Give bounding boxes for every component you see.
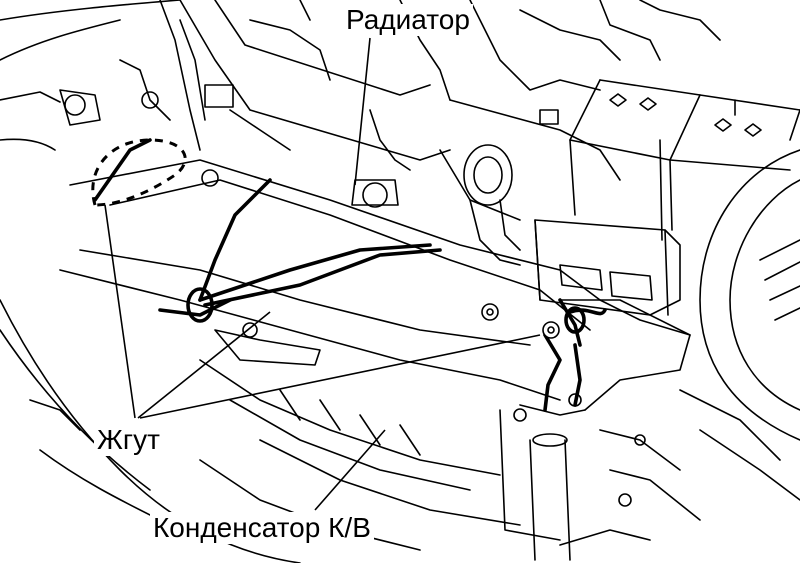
front-supports: [499, 389, 800, 561]
radiator-hose: [463, 144, 521, 266]
leader-harness-1: [104, 204, 136, 419]
harness-clips: [542, 321, 560, 339]
harness-route-dashed: [91, 138, 187, 207]
leader-lines: [104, 37, 541, 511]
harness-label: Жгут: [94, 424, 163, 456]
radiator-support: [59, 159, 691, 416]
battery: [569, 79, 800, 241]
leader-condenser: [314, 429, 386, 511]
engine-block: [59, 0, 721, 221]
leader-harness-3: [139, 334, 541, 419]
leader-radiator: [354, 37, 371, 186]
radiator-label: Радиатор: [343, 4, 473, 36]
body-outline: [0, 0, 651, 563]
headlight: [699, 149, 800, 441]
condenser-label: Конденсатор К/В: [150, 512, 374, 544]
relay-box: [534, 219, 681, 316]
wiring-harness: [93, 138, 607, 412]
leader-harness-2: [137, 311, 271, 419]
